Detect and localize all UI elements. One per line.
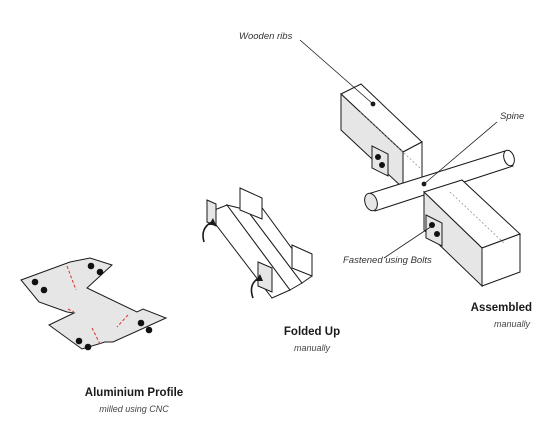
bolt-hole	[40, 286, 48, 294]
bolt-head	[429, 222, 435, 228]
profile-title: Aluminium Profile	[84, 387, 184, 399]
fold-line	[66, 265, 77, 291]
bolt-hole	[75, 337, 83, 345]
bolt-head	[379, 162, 385, 168]
flat-profile-drawing	[20, 257, 168, 351]
fold-arrow-icon	[256, 274, 263, 281]
flat-profile-plate	[20, 257, 168, 350]
annotation-wooden-ribs: Wooden ribs	[239, 31, 293, 42]
bolt-hole	[96, 268, 104, 276]
assembled-drawing	[299, 39, 521, 288]
spine-tube-end	[503, 149, 515, 167]
assembled-subtitle: manually	[493, 319, 530, 329]
bracket-plate	[371, 145, 389, 177]
fold-line	[67, 308, 75, 313]
bolt-hole	[31, 278, 39, 286]
leader-line-bolts	[383, 225, 433, 259]
channel-tab	[291, 244, 313, 277]
channel-tab	[206, 199, 217, 227]
wooden-rib-front-face	[481, 233, 521, 287]
bolt-hole	[137, 319, 145, 327]
assembled-title: Assembled	[470, 302, 532, 314]
bolt-hole	[145, 326, 153, 334]
leader-line-spine	[423, 121, 498, 185]
leader-dot	[421, 181, 427, 187]
channel-tab	[239, 187, 263, 220]
bolt-head	[434, 231, 440, 237]
profile-subtitle: milled using CNC	[99, 404, 169, 414]
fold-line	[91, 327, 101, 345]
annotation-spine: Spine	[500, 111, 525, 122]
fold-line	[116, 314, 129, 328]
fold-arrow-icon	[209, 218, 216, 225]
leader-line-ribs	[299, 39, 374, 105]
bolt-head	[375, 154, 381, 160]
folded-subtitle: manually	[293, 343, 331, 353]
folded-title: Folded Up	[283, 326, 341, 338]
hidden-edge	[449, 191, 506, 245]
leader-dot	[370, 101, 376, 107]
folded-profile-drawing	[202, 187, 313, 299]
bolt-hole	[87, 262, 95, 270]
hidden-edge	[359, 111, 421, 169]
spine-tube-end	[364, 192, 378, 212]
annotation-bolts: Fastened using Bolts	[343, 255, 432, 266]
bolt-hole	[84, 343, 92, 351]
